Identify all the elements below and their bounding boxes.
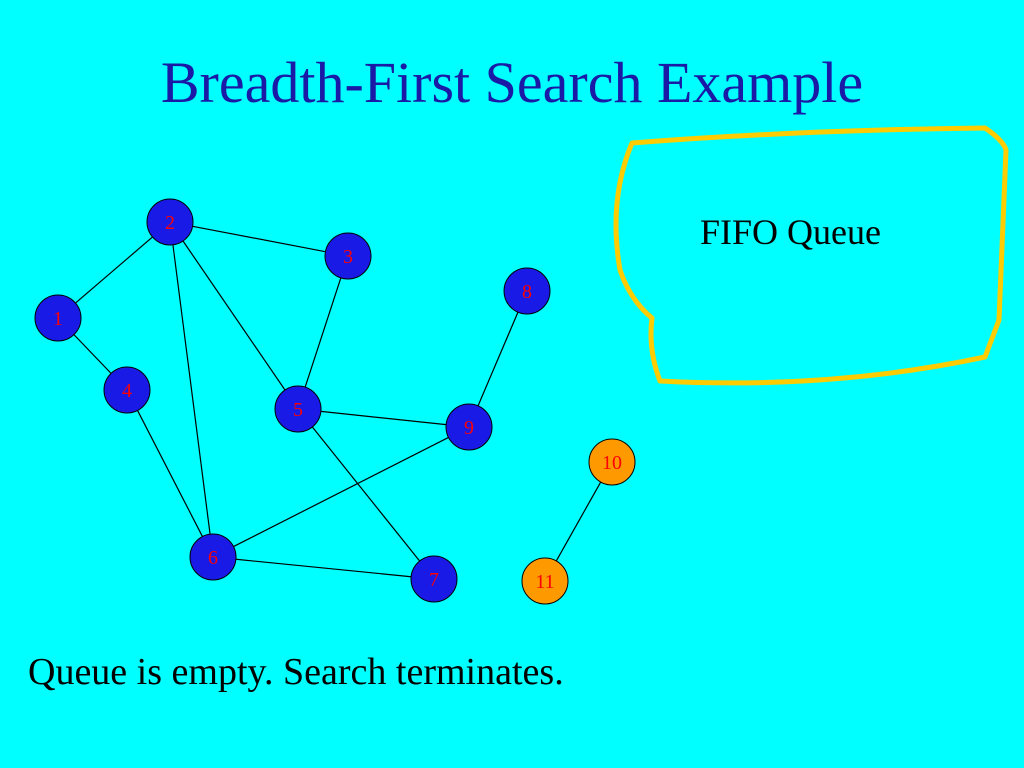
edges-layer (73, 225, 602, 578)
edge-8-9 (477, 311, 519, 407)
edge-2-6 (172, 244, 211, 535)
node-label: 2 (165, 212, 175, 234)
node-circle (503, 267, 551, 315)
node-10: 10 (588, 438, 636, 486)
node-3: 3 (324, 232, 372, 280)
node-circle (445, 403, 493, 451)
node-circle (274, 385, 322, 433)
node-circle (588, 438, 636, 486)
node-label: 5 (293, 399, 303, 421)
slide-title: Breadth-First Search Example (160, 50, 864, 115)
status-message: Queue is empty. Search terminates. (28, 651, 564, 693)
node-circle (146, 198, 194, 246)
node-circle (324, 232, 372, 280)
edge-2-5 (182, 240, 286, 391)
node-label: 11 (535, 571, 554, 593)
edge-3-5 (304, 277, 342, 388)
edge-2-3 (192, 225, 326, 253)
edge-6-7 (235, 558, 412, 578)
edge-4-6 (136, 410, 204, 537)
node-4: 4 (103, 366, 151, 414)
node-5: 5 (274, 385, 322, 433)
edge-1-4 (73, 334, 112, 374)
edge-10-11 (555, 481, 602, 562)
node-circle (521, 557, 569, 605)
node-6: 6 (189, 533, 237, 581)
edge-5-7 (311, 426, 421, 562)
node-label: 8 (522, 281, 532, 303)
node-circle (189, 533, 237, 581)
node-label: 4 (122, 380, 132, 402)
node-label: 7 (429, 569, 439, 591)
node-label: 9 (464, 417, 474, 439)
node-label: 6 (208, 547, 218, 569)
nodes-layer: 1 2 3 4 5 6 7 8 9 10 11 (34, 198, 636, 605)
node-7: 7 (410, 555, 458, 603)
node-label: 10 (602, 452, 622, 474)
node-label: 3 (343, 246, 353, 268)
edge-1-2 (75, 236, 153, 304)
fifo-queue-outline (613, 125, 1009, 386)
node-circle (34, 294, 82, 342)
node-2: 2 (146, 198, 194, 246)
node-circle (103, 366, 151, 414)
fifo-queue-label: FIFO Queue (700, 212, 881, 252)
node-circle (410, 555, 458, 603)
edge-5-9 (320, 410, 447, 426)
node-11: 11 (521, 557, 569, 605)
node-label: 1 (53, 308, 63, 330)
node-9: 9 (445, 403, 493, 451)
edge-6-9 (233, 436, 449, 548)
node-8: 8 (503, 267, 551, 315)
node-1: 1 (34, 294, 82, 342)
